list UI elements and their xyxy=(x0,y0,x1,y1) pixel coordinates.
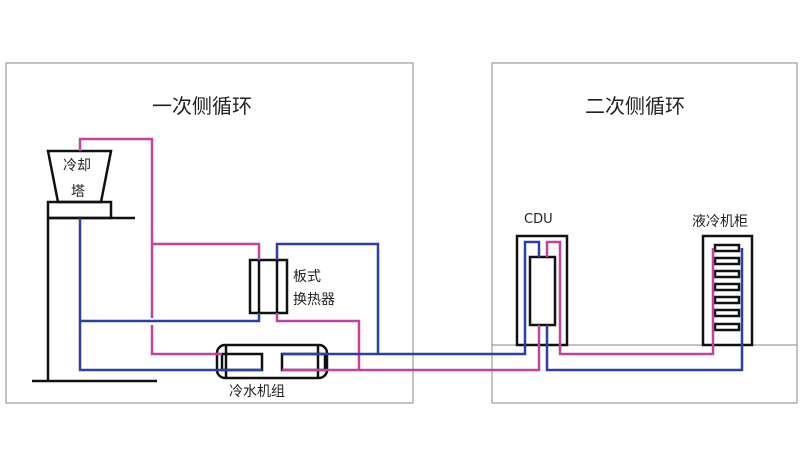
secondary-loop-title: 二次侧循环 xyxy=(585,94,685,118)
cooling-tower xyxy=(32,149,157,383)
cdu xyxy=(515,234,569,347)
chiller xyxy=(215,343,329,380)
rack-label: 液冷机柜 xyxy=(692,214,748,230)
cooling-tower-label-line1: 冷却 xyxy=(63,158,91,174)
plate-hx-label-line1: 板式 xyxy=(293,269,321,285)
cooling-tower-label-line2: 塔 xyxy=(71,184,85,200)
hot-pipes xyxy=(78,137,715,372)
plate-hx-label-line2: 换热器 xyxy=(293,292,335,308)
liquid-cooled-rack xyxy=(701,234,754,347)
primary-loop-frame xyxy=(5,62,414,404)
primary-loop-title: 一次侧循环 xyxy=(152,94,252,118)
cdu-label: CDU xyxy=(524,212,553,227)
secondary-loop-frame xyxy=(491,62,798,404)
cold-pipes xyxy=(78,218,744,372)
chiller-label: 冷水机组 xyxy=(229,384,285,400)
plate-heat-exchanger xyxy=(248,258,289,315)
